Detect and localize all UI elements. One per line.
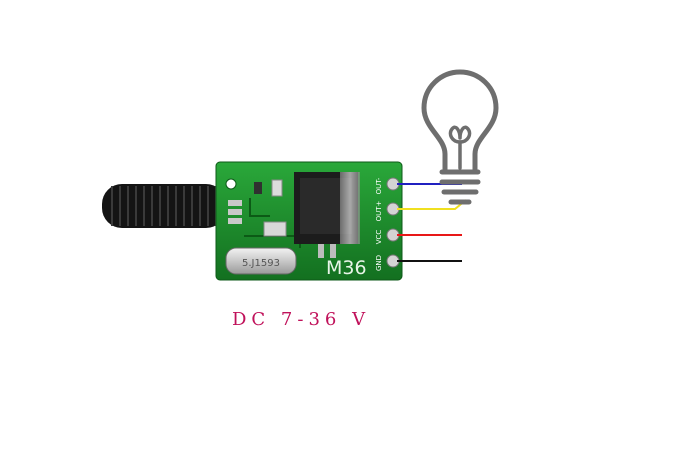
- pin-label-vcc: VCC: [375, 230, 383, 245]
- light-bulb-icon: [421, 69, 499, 205]
- wires: [397, 183, 467, 262]
- pin-label-gnd: GND: [375, 255, 383, 271]
- voltage-caption: DC 7-36 V: [232, 309, 371, 330]
- receiver-pcb: 5.J1593 M36 OUT- OUT+ VCC GND: [215, 161, 403, 281]
- antenna-coil: [102, 184, 226, 228]
- pin-label-out-plus: OUT+: [375, 200, 383, 221]
- model-label: M36: [326, 257, 367, 279]
- crystal-oscillator: 5.J1593: [225, 247, 297, 275]
- pin-label-out-minus: OUT-: [375, 177, 383, 194]
- crystal-label: 5.J1593: [242, 258, 280, 269]
- mosfet-chip: [294, 172, 360, 258]
